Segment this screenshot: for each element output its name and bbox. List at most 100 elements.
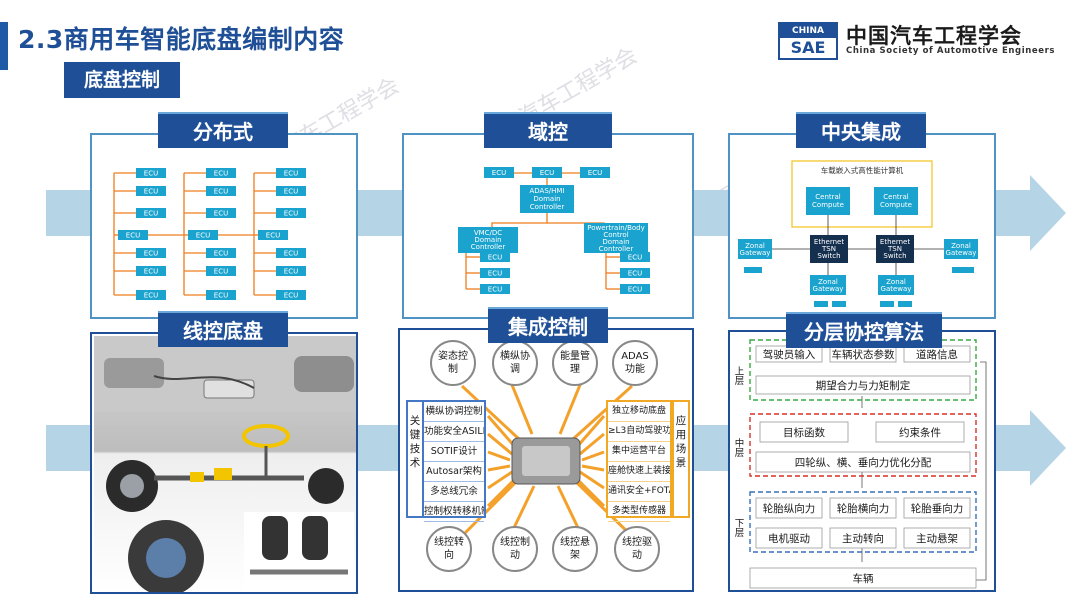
tsn-switch-left <box>810 235 848 263</box>
hub-motor-core <box>146 538 186 578</box>
top-bubble: 横纵协调 <box>492 340 538 386</box>
lower-actuator-box <box>829 527 897 549</box>
badge-domain: 域控 <box>484 112 612 148</box>
application-label: 应用场景 <box>672 400 690 518</box>
sensor-block <box>744 267 762 273</box>
upper-input-text: 道路信息 <box>916 348 958 361</box>
top-domain-line: Controller <box>530 203 565 211</box>
switch-label: Switch <box>817 252 840 260</box>
distributed-ecu-block <box>206 290 236 300</box>
left-domain-controller <box>458 227 518 253</box>
lower-force-text: 轮胎垂向力 <box>911 502 964 515</box>
middle-output-box <box>755 451 971 473</box>
distributed-ecu-label: ECU <box>144 210 158 218</box>
distributed-ecu-label: ECU <box>284 292 298 300</box>
middle-input-text: 约束条件 <box>899 426 941 439</box>
switch-label: Switch <box>883 252 906 260</box>
bottom-bubble: 线控转向 <box>426 526 472 572</box>
distributed-ecu-label: ECU <box>214 292 228 300</box>
zonal-label: Zonal <box>745 242 765 250</box>
application-list: 独立移动底盘≥L3自动驾驶功能集中运营平台座舱快速上装接口通讯安全+FOTA多类… <box>606 400 672 522</box>
logo-name-en: China Society of Automotive Engineers <box>846 46 1056 56</box>
chassis-illustration <box>94 336 356 592</box>
key-tech-item: 多总线冗余 <box>424 482 484 502</box>
sensor-shape <box>214 468 232 480</box>
zonal-label: Zonal <box>818 278 838 286</box>
page-title: 2.3商用车智能底盘编制内容 <box>18 25 345 54</box>
right-domain-line: Powertrain/Body <box>587 224 645 232</box>
switch-label: TSN <box>821 245 836 253</box>
panel-domain: ECU ECU ECU ADAS/HMI Domain Controller V… <box>402 133 694 319</box>
sensor-block <box>952 267 974 273</box>
domain-ecu-block <box>484 167 514 178</box>
distributed-ecu-label: ECU <box>284 210 298 218</box>
bottom-bubble: 线控驱动 <box>614 526 660 572</box>
zonal-gateway-right <box>944 239 978 259</box>
upper-output-text: 期望合力与力矩制定 <box>816 379 911 392</box>
title-accent-bar <box>0 22 8 70</box>
distributed-ecu-label: ECU <box>266 232 280 240</box>
top-bubble: ADAS功能 <box>612 340 658 386</box>
central-compute-label: Compute <box>812 201 844 209</box>
distributed-ecu-label: ECU <box>214 210 228 218</box>
vehicle-text: 车辆 <box>853 572 874 585</box>
lower-actuator-box <box>755 527 823 549</box>
application-item: 通讯安全+FOTA <box>608 482 670 502</box>
domain-ecu-block <box>620 268 650 278</box>
wheel-shape <box>308 468 344 504</box>
domain-ecu-label: ECU <box>488 270 502 278</box>
domain-ecu-block <box>532 167 562 178</box>
badge-central: 中央集成 <box>796 112 926 148</box>
switch-label: Ethernet <box>814 238 844 246</box>
application-item: 独立移动底盘 <box>608 402 670 422</box>
lower-actuator-text: 电机驱动 <box>768 532 810 545</box>
application-item: 多类型传感器 <box>608 502 670 522</box>
key-tech-label: 关键技术 <box>406 400 424 518</box>
distributed-ecu-label: ECU <box>144 188 158 196</box>
ecu-module-face <box>522 446 570 476</box>
wheel-hub <box>120 474 144 498</box>
domain-ecu-label: ECU <box>488 286 502 294</box>
bottom-bubble: 线控悬架 <box>552 526 598 572</box>
zonal-label: Zonal <box>886 278 906 286</box>
hpc-title: 车载嵌入式高性能计算机 <box>821 165 904 175</box>
distributed-ecu-block <box>206 266 236 276</box>
sae-logo: CHINA SAE 中国汽车工程学会 China Society of Auto… <box>778 22 1068 62</box>
section-subtitle: 底盘控制 <box>64 62 180 98</box>
lower-force-text: 轮胎横向力 <box>837 502 890 515</box>
lower-force-box <box>755 497 823 519</box>
distributed-ecu-label: ECU <box>144 268 158 276</box>
panel-steer-by-wire <box>90 332 358 594</box>
sensor-block <box>898 301 912 307</box>
distributed-ecu-block <box>136 168 166 178</box>
air-spring-shape <box>262 516 288 560</box>
flow-arrow-top <box>1030 175 1066 251</box>
zonal-gateway-bottom-right <box>878 275 914 295</box>
domain-ecu-block <box>620 252 650 262</box>
vehicle-box <box>749 567 977 589</box>
bottom-bubble: 线控制动 <box>492 526 538 572</box>
application-item: 集中运营平台 <box>608 442 670 462</box>
key-tech-item: SOTIF设计 <box>424 442 484 462</box>
upper-input-text: 驾驶员输入 <box>763 348 816 361</box>
distributed-ecu-block <box>136 290 166 300</box>
flow-arrow-bottom <box>1030 410 1066 486</box>
top-domain-controller <box>520 185 574 213</box>
switch-label: Ethernet <box>880 238 910 246</box>
central-compute-left <box>806 187 850 215</box>
actuator-shape <box>203 379 255 399</box>
top-bubble: 能量管理 <box>552 340 598 386</box>
key-tech-item: 功能安全ASILD <box>424 422 484 442</box>
lower-actuator-text: 主动转向 <box>842 532 884 545</box>
top-domain-line: Domain <box>533 195 560 203</box>
distributed-ecu-label: ECU <box>284 268 298 276</box>
distributed-ecu-label: ECU <box>144 292 158 300</box>
switch-label: TSN <box>887 245 902 253</box>
distributed-ecu-label: ECU <box>126 232 140 240</box>
panel-layered: 上层 中层 下层 驾驶员输入 车辆状态参数 道路信息 期望合力与力矩制定 目标函… <box>728 330 996 592</box>
domain-ecu-label: ECU <box>588 169 602 177</box>
zonal-label: Gateway <box>813 285 844 293</box>
tsn-switch-right <box>876 235 914 263</box>
lower-force-text: 轮胎纵向力 <box>763 502 816 515</box>
